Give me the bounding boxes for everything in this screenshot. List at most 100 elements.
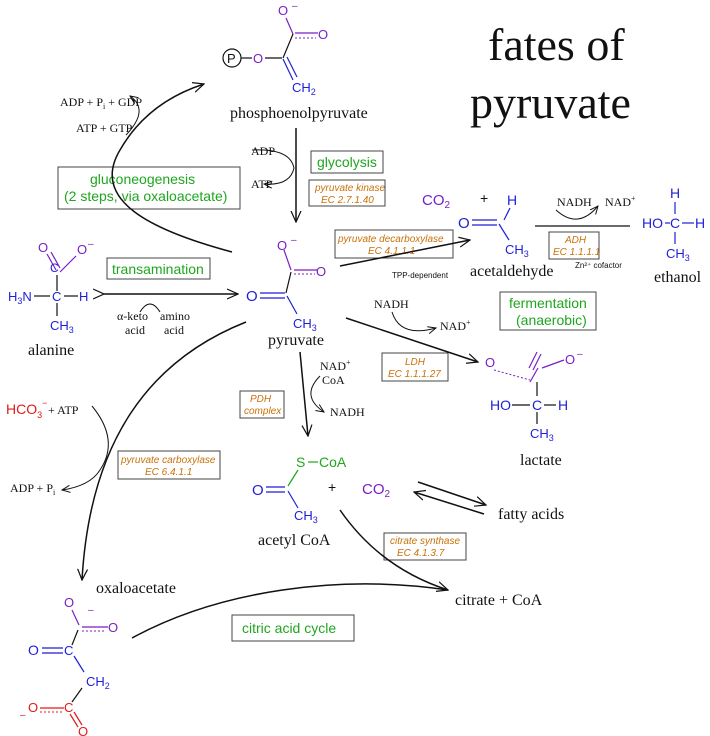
pep-o-atom: O [253,51,263,66]
pdh-complex: complex [244,406,282,417]
svg-text:O: O [485,355,495,370]
ala-h3n: H3N [8,289,32,306]
svg-text:–: – [20,710,26,721]
svg-text:HO: HO [490,397,511,413]
citrate-label: citrate + CoA [455,592,543,609]
plus-acetyl: + [328,479,336,495]
fatty-acid-reverse [414,492,485,515]
co2-acetaldehyde: CO2 [422,192,451,211]
lactate-structure: O O – HO C H CH3 [485,349,583,443]
alanine-structure: O O – C C H3N H CH3 [8,239,94,335]
citrate-synthase-arrow [339,509,448,590]
citric-acid-cycle-label: citric acid cycle [242,620,336,636]
svg-text:O: O [252,482,264,499]
acetyl-coa-label: acetyl CoA [258,532,331,549]
gluconeogenesis-box [57,166,241,210]
adh-nadh: NADH [557,195,592,209]
bicarbonate: HCO3− [6,398,47,420]
pep-carboxyl-o2: O [318,27,328,42]
svg-text:CH3: CH3 [294,508,318,525]
ldh-cofactor-curve [391,311,436,331]
svg-text:–: – [88,605,94,616]
plus-co2: + [480,190,488,206]
pdh-arrow [299,351,308,436]
pdh-nad: NAD+ [320,358,351,373]
pep-ch2: CH2 [292,80,316,97]
fermentation-label-1: fermentation [509,295,587,311]
transamination-box [106,257,211,280]
ldh-ec: EC 1.1.1.27 [388,369,441,380]
pep-charge: – [292,1,298,12]
ldh-nad: NAD+ [440,318,471,333]
svg-text:O: O [64,595,74,610]
adh-cofactor-curve [555,206,598,220]
svg-text:S: S [296,454,305,470]
pep-structure: P O O – O CH2 [222,1,328,97]
svg-text:C: C [532,397,542,413]
pep-label: phosphoenolpyruvate [230,105,368,122]
pdh-cofactor-curve [310,375,324,412]
pyruvate-kinase-box [308,179,386,207]
svg-text:CH3: CH3 [666,246,690,263]
ala-o1: O [38,240,48,255]
svg-text:CH3: CH3 [530,426,554,443]
svg-text:C: C [64,643,73,658]
lactate-label: lactate [520,452,562,469]
svg-text:–: – [291,235,297,246]
citrate-synthase-name: citrate synthase [390,536,460,547]
transamination-cofactor-curve [139,303,161,313]
svg-text:C: C [64,700,73,715]
cac-box [231,614,355,642]
svg-text:O: O [78,724,88,736]
ala-o2: O [77,242,87,257]
phosphate-label: P [227,51,236,66]
svg-text:CH2: CH2 [86,674,110,691]
zn-note: Zn²⁺ cofactor [575,261,622,270]
pyr-o2: O [316,264,326,279]
pyruvate-carboxylase-box [117,450,221,480]
pc-adp-pi: ADP + Pi [10,481,56,497]
tpp-note: TPP-dependent [392,271,449,280]
ala-h: H [79,289,88,304]
oxaloacetate-label: oxaloacetate [96,580,176,597]
pyruvate-structure: O – O O CH3 [246,235,326,333]
fatty-acid-forward [417,481,486,505]
gng-adp-pi-gdp: ADP + Pi + GDP [60,95,142,111]
svg-text:O: O [28,700,38,715]
ldh-name: LDH [405,357,426,368]
citrate-synthase-box [383,532,467,561]
svg-text:C: C [670,215,680,231]
amino-acid-2: acid [164,323,184,337]
svg-text:C: C [50,261,59,275]
adp-atp-curve [251,149,295,184]
pyr-o1: O [277,238,287,253]
pyruvate-kinase-ec: EC 2.7.1.40 [321,195,374,206]
pyruvate-kinase-name: pyruvate kinase [314,183,385,194]
adh-ec: EC 1.1.1.1 [553,247,600,258]
ldh-box [381,352,449,382]
pyr-ch3: CH3 [293,316,317,333]
acetaldehyde-label: acetaldehyde [470,263,554,280]
ethanol-label: ethanol [654,269,702,286]
svg-text:H: H [507,192,517,208]
pyruvate-decarboxylase-name: pyruvate decarboxylase [337,234,444,245]
pdh-coa: CoA [322,373,345,387]
adh-nad: NAD+ [605,194,636,209]
ldh-nadh: NADH [374,297,409,311]
adh-box [548,231,600,260]
gluconeogenesis-arrow [111,84,233,253]
gluconeogenesis-label-1: gluconeogenesis [90,171,195,187]
svg-text:O: O [458,215,470,232]
svg-text:–: – [88,239,94,250]
alanine-label: alanine [28,342,74,359]
oxaloacetate-to-citrate [131,583,449,639]
decarboxylase-arrow [339,240,470,267]
ldh-arrow [345,317,478,362]
pyruvate-label: pyruvate [268,332,324,349]
transamination-label: transamination [112,261,204,277]
glycolysis-label: glycolysis [317,154,377,170]
svg-text:O: O [565,352,575,367]
ala-ch3: CH3 [50,318,74,335]
fermentation-box [499,291,597,331]
